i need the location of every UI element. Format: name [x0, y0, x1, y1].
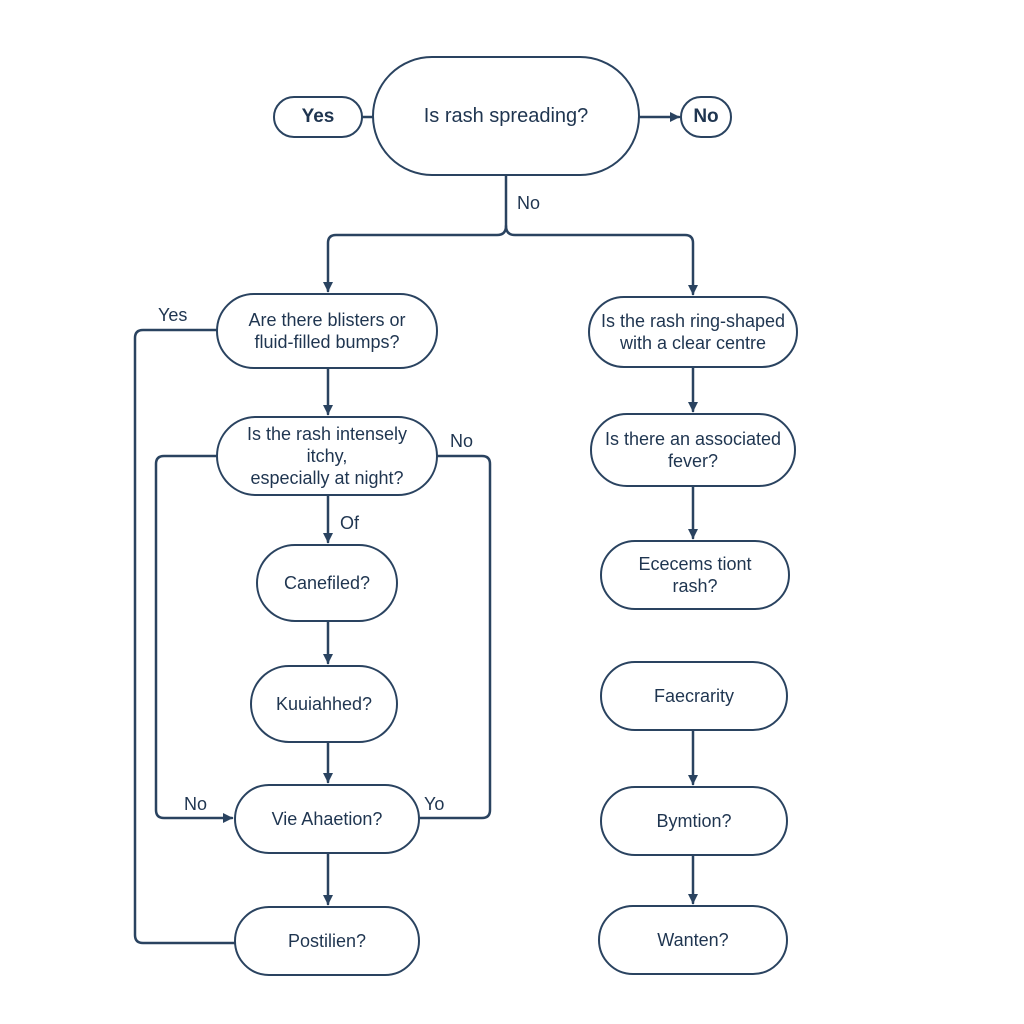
edge-itchy-no-loop-left [154, 454, 234, 823]
label-itchy-of: Of [340, 513, 360, 533]
edge-root-down [323, 174, 508, 293]
node-yes: Yes [273, 96, 363, 138]
label-root-no: No [517, 193, 541, 213]
label-loop-yo: Yo [424, 794, 445, 814]
node-postilien: Postilien? [234, 906, 420, 976]
node-faecrarity: Faecrarity [600, 661, 788, 731]
node-blisters: Are there blisters or fluid-filled bumps… [216, 293, 438, 369]
edge-root-right [504, 224, 698, 296]
node-kuuiahhed: Kuuiahhed? [250, 665, 398, 743]
edge-outer-yes-loop [133, 328, 236, 945]
node-ececems: Ececems tiont rash? [600, 540, 790, 610]
edge-itchy-no-loop-right [418, 454, 492, 820]
label-loop-no: No [184, 794, 208, 814]
node-vie-ahaetion: Vie Ahaetion? [234, 784, 420, 854]
node-bymtion: Bymtion? [600, 786, 788, 856]
node-ring-shaped: Is the rash ring-shaped with a clear cen… [588, 296, 798, 368]
node-itchy: Is the rash intensely itchy, especially … [216, 416, 438, 496]
node-rash-spreading: Is rash spreading? [372, 56, 640, 176]
label-itchy-no: No [450, 431, 474, 451]
node-canefiled: Canefiled? [256, 544, 398, 622]
node-wanten: Wanten? [598, 905, 788, 975]
label-outer-yes: Yes [158, 305, 188, 325]
node-no: No [680, 96, 732, 138]
node-fever: Is there an associated fever? [590, 413, 796, 487]
